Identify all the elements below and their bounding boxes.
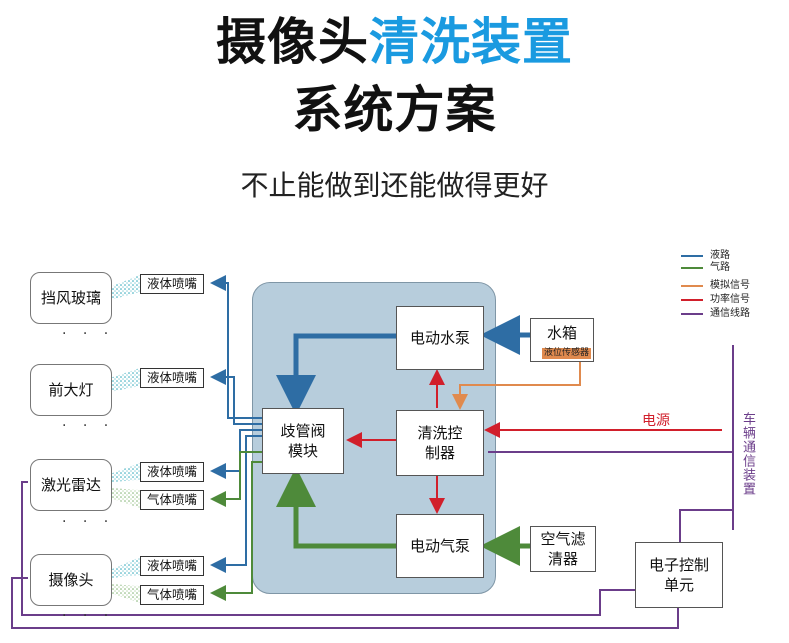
level-sensor-tag: 液位传感器 <box>542 348 592 359</box>
nozzle-liquid-lidar: 液体喷嘴 <box>140 462 204 482</box>
page-title-line2: 系统方案 <box>292 81 497 139</box>
block-air-filter: 空气滤清器 <box>530 526 596 572</box>
block-air-pump: 电动气泵 <box>396 514 484 578</box>
legend-analog: 模拟信号 <box>710 280 750 291</box>
component-headlight: 前大灯 <box>30 364 112 416</box>
spray-camera-gas <box>110 584 140 603</box>
air-pump-to-manifold <box>276 467 396 549</box>
legend-liquid: 液路 <box>710 250 730 261</box>
ellipsis-2: · · · <box>62 418 115 434</box>
ellipsis-4: · · · <box>62 608 115 624</box>
component-lidar: 激光雷达 <box>30 459 112 511</box>
spray-lidar-liquid <box>110 463 140 482</box>
title-part2: 清洗装置 <box>369 13 573 71</box>
block-ecu-label: 电子控制单元 <box>648 556 709 594</box>
spray-camera-liquid <box>110 557 140 578</box>
title-part1: 摄像头 <box>216 13 369 71</box>
legend-gas: 气路 <box>710 262 730 273</box>
liquid-lines <box>210 275 262 573</box>
nozzle-liquid-headlight: 液体喷嘴 <box>140 368 204 388</box>
spray-windshield <box>110 275 140 300</box>
legend-power: 功率信号 <box>710 294 750 305</box>
level-sensor-signal <box>452 362 581 410</box>
nozzle-liquid-camera: 液体喷嘴 <box>140 556 204 576</box>
block-water-pump: 电动水泵 <box>396 306 484 370</box>
block-controller-label: 清洗控制器 <box>417 424 463 462</box>
gas-lines <box>210 451 262 601</box>
block-ecu: 电子控制单元 <box>635 542 723 608</box>
legend-lines <box>681 255 703 315</box>
nozzle-gas-lidar: 气体喷嘴 <box>140 490 204 510</box>
block-manifold-valve: 歧管阀模块 <box>262 408 344 474</box>
component-camera: 摄像头 <box>30 554 112 606</box>
ellipsis-3: · · · <box>62 514 115 530</box>
ellipsis-1: · · · <box>62 326 115 342</box>
block-controller: 清洗控制器 <box>396 410 484 476</box>
nozzle-liquid-windshield: 液体喷嘴 <box>140 274 204 294</box>
component-windshield: 挡风玻璃 <box>30 272 112 324</box>
power-label: 电源 <box>642 413 670 429</box>
block-manifold-label: 歧管阀模块 <box>280 422 326 460</box>
block-water-tank-label: 水箱 <box>546 324 577 342</box>
subtitle: 不止能做到还能做得更好 <box>240 169 549 202</box>
spray-headlight <box>110 368 140 392</box>
water-pump-to-manifold <box>276 333 396 415</box>
block-air-filter-label: 空气滤清器 <box>540 530 586 568</box>
legend-comm: 通信线路 <box>710 308 750 319</box>
page-title-line1: 摄像头清洗装置 <box>0 12 789 72</box>
spray-lidar-gas <box>110 488 140 508</box>
comm-lines <box>11 345 734 629</box>
nozzle-gas-camera: 气体喷嘴 <box>140 585 204 605</box>
vehicle-bus-label: 车辆通信装置 <box>740 412 755 496</box>
